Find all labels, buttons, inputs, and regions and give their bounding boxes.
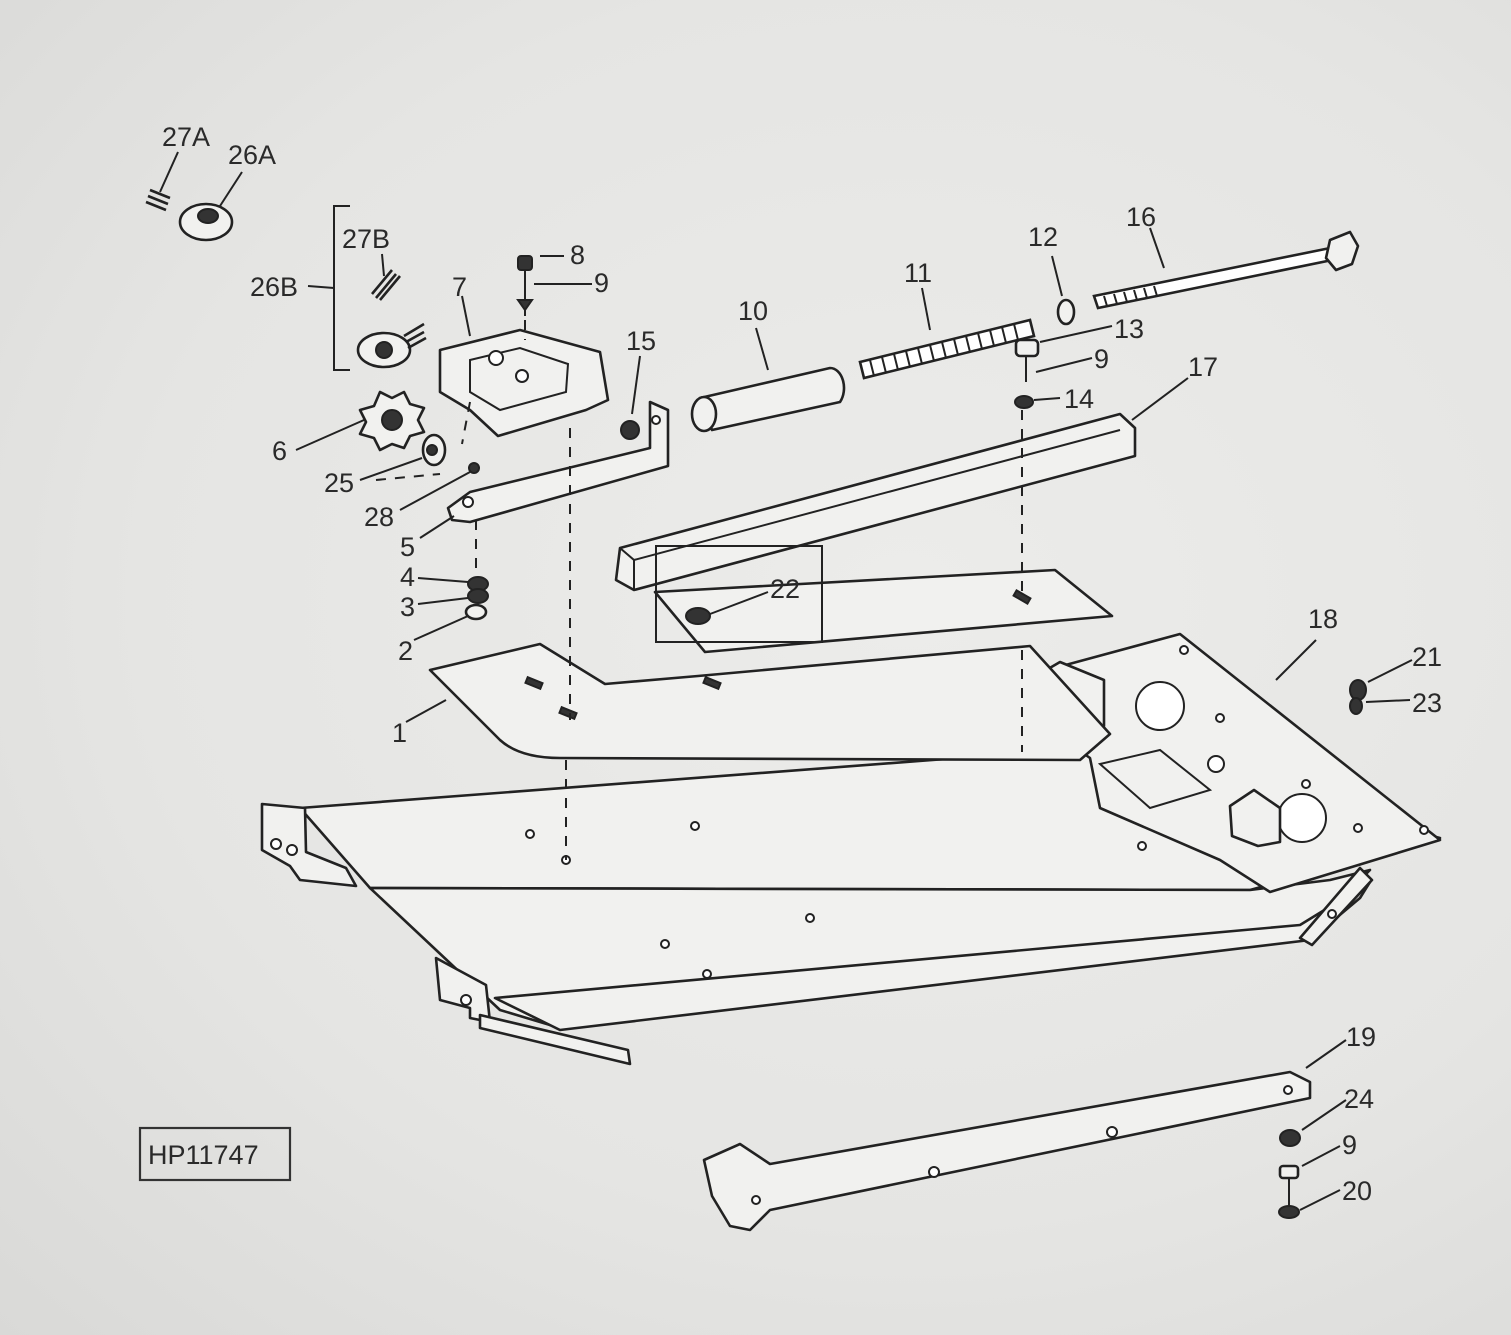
part-17-rail [614, 412, 1137, 592]
right-side-brace [1298, 866, 1374, 947]
lower-cover-plate [493, 880, 1372, 1032]
callout-9-lower: 9 [1342, 1130, 1357, 1160]
callout-17: 17 [1188, 352, 1218, 382]
pan-left-flange [260, 802, 358, 888]
callout-13: 13 [1114, 314, 1144, 344]
part-15-bolt [620, 420, 640, 440]
callout-10: 10 [738, 296, 768, 326]
part-10-tube [698, 366, 846, 432]
callout-12: 12 [1028, 222, 1058, 252]
callout-8: 8 [570, 240, 585, 270]
part-24-nut [1279, 1129, 1301, 1147]
callout-23: 23 [1412, 688, 1442, 718]
part-28-pin [468, 462, 480, 474]
callout-5: 5 [400, 532, 415, 562]
figure-id-box [138, 1126, 292, 1182]
callout-16: 16 [1126, 202, 1156, 232]
callout-22-box [655, 545, 823, 643]
callout-3: 3 [400, 592, 415, 622]
callout-6: 6 [272, 436, 287, 466]
callout-11: 11 [904, 258, 932, 288]
part-22-nut [685, 607, 711, 625]
figure-id: HP11747 [148, 1140, 259, 1170]
callout-26b: 26B [250, 272, 298, 302]
lower-left-bracket [434, 956, 492, 1024]
part-3-washer [467, 588, 489, 604]
part-18-bend [1097, 748, 1213, 810]
part-21-nut [1349, 679, 1367, 701]
part-11-spring [858, 318, 1036, 380]
callout-4: 4 [400, 562, 415, 592]
lower-left-tab [478, 1013, 632, 1066]
part-19-skid [702, 1070, 1312, 1232]
callout-24: 24 [1344, 1084, 1374, 1114]
callout-25: 25 [324, 468, 354, 498]
part-2-washer [464, 603, 488, 621]
part-27a-bolt [145, 188, 171, 212]
part-14-washer [1014, 395, 1034, 409]
callout-22: 22 [770, 574, 800, 604]
callout-14: 14 [1064, 384, 1094, 414]
part-26b-stud [403, 322, 427, 350]
callout-26a: 26A [228, 140, 276, 170]
callout-20: 20 [1342, 1176, 1372, 1206]
assembly-lines [375, 320, 1023, 860]
leader-lines [159, 151, 1413, 1211]
callout-1: 1 [392, 718, 407, 748]
part-7-housing [438, 328, 610, 438]
callout-18: 18 [1308, 604, 1338, 634]
callout-28: 28 [364, 502, 394, 532]
part-5-arm [446, 400, 670, 524]
part-27b-bolt [371, 269, 401, 301]
callout-2: 2 [398, 636, 413, 666]
callout-labels: 27A 26A 27B 26B 8 9 7 10 11 12 16 15 13 … [162, 122, 1442, 1206]
callout-27b: 27B [342, 224, 390, 254]
callout-7: 7 [452, 272, 467, 302]
callout-9-upper: 9 [594, 268, 609, 298]
callout-9-right: 9 [1094, 344, 1109, 374]
part-12-nut [1056, 298, 1076, 326]
part-8-bolt-head [517, 255, 533, 271]
part-13-bolt [1014, 338, 1040, 358]
part-20-bolt [1278, 1164, 1300, 1219]
callout-27a: 27A [162, 122, 210, 152]
part-23-washer [1349, 697, 1363, 715]
part-1-base-plate [428, 642, 1112, 762]
part-17-base-plate [653, 568, 1114, 654]
part-18-lower-tab [1228, 788, 1282, 848]
callout-15: 15 [626, 326, 656, 356]
callout-19: 19 [1346, 1022, 1376, 1052]
callout-21: 21 [1412, 642, 1442, 672]
part-16-rod [1092, 230, 1360, 310]
